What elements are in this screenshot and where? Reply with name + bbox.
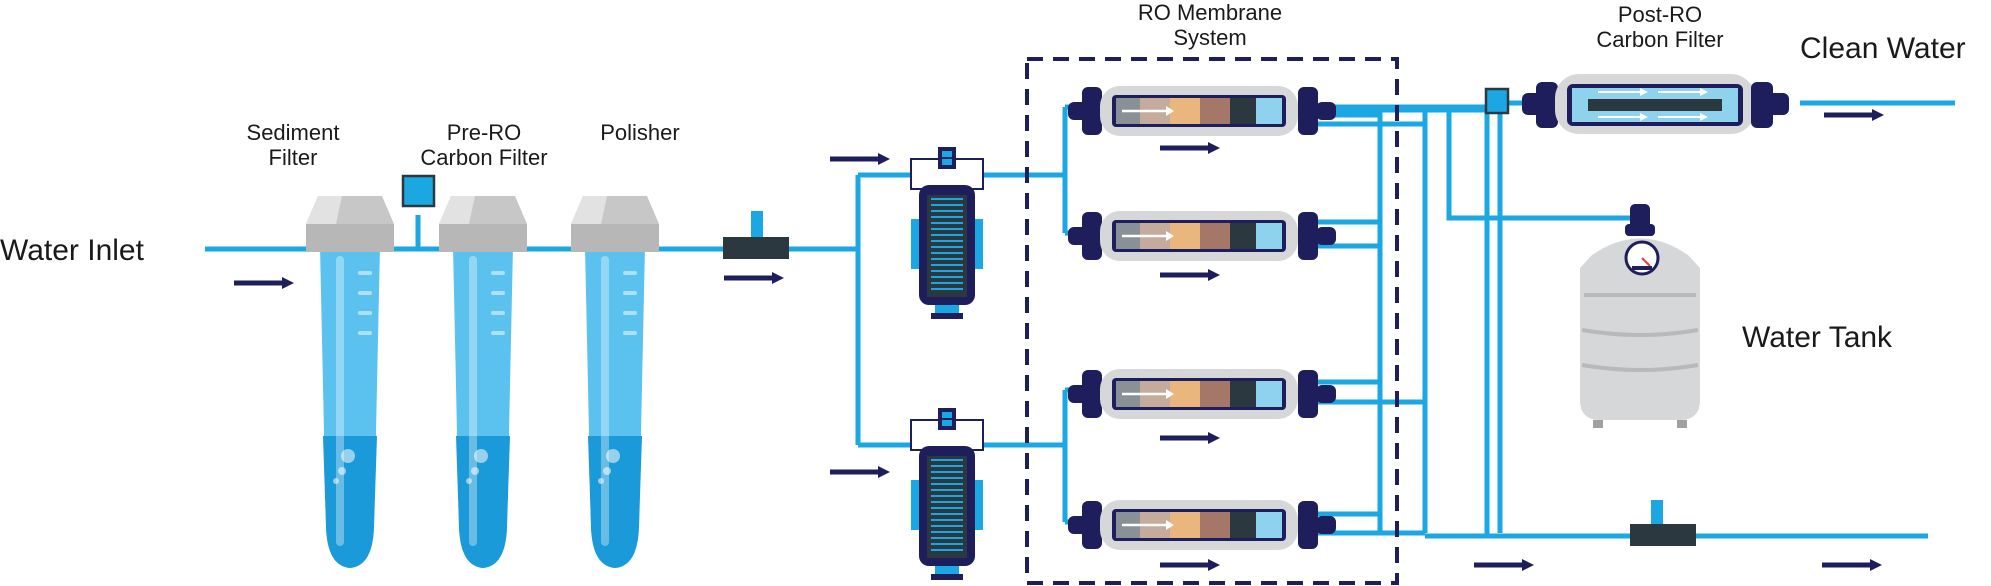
label-sediment-filter-line-1: Sediment (246, 120, 340, 145)
ro-membrane-1 (1066, 84, 1338, 138)
label-ro-membrane-line-1: RO Membrane (1137, 0, 1283, 25)
label-water-tank: Water Tank (1742, 321, 1893, 354)
arrow-right-icon (830, 153, 890, 165)
post-ro-carbon-filter (1522, 74, 1789, 134)
post-ro-sensor-box (1484, 87, 1510, 115)
ro-membrane-2 (1066, 209, 1338, 263)
concentrate-lines (1305, 112, 1428, 532)
arrow-right-icon (1160, 142, 1220, 154)
label-pre-ro-carbon-filter: Pre-RO Carbon Filter (398, 120, 570, 171)
label-post-ro-line-1: Post-RO (1617, 2, 1703, 27)
arrow-right-icon (1824, 109, 1884, 121)
label-sediment-filter-line-2: Filter (268, 145, 318, 171)
ro-membrane-boundary (1025, 57, 1399, 585)
label-post-ro-line-2: Carbon Filter (1596, 27, 1724, 53)
polisher-filter (571, 196, 659, 568)
inlet-valve (723, 211, 789, 259)
sediment-filter (306, 196, 394, 568)
arrow-right-icon (1160, 559, 1220, 571)
label-clean-water: Clean Water (1800, 32, 1966, 65)
arrow-right-icon (234, 277, 294, 289)
arrow-right-icon (1822, 559, 1882, 571)
drain-restrictor (1630, 500, 1696, 546)
arrow-right-icon (1160, 269, 1220, 281)
label-water-inlet: Water Inlet (0, 234, 144, 267)
pre-ro-carbon-filter (439, 196, 527, 568)
arrow-right-icon (724, 272, 784, 284)
ro-membrane-4 (1066, 498, 1338, 552)
label-pre-ro-line-1: Pre-RO (446, 120, 522, 145)
label-polisher: Polisher (600, 120, 680, 145)
arrow-right-icon (830, 466, 890, 478)
membrane-inlets (1065, 104, 1085, 525)
label-ro-membrane-system: RO Membrane System (1110, 0, 1310, 51)
water-tank (1580, 204, 1700, 428)
label-sediment-filter: Sediment Filter (218, 120, 368, 171)
label-pre-ro-line-2: Carbon Filter (420, 145, 548, 171)
booster-pump-2 (910, 407, 984, 581)
arrow-right-icon (1474, 559, 1534, 571)
collector-right (1305, 107, 1503, 533)
tank-feed-pipe (1446, 110, 1640, 221)
gauge-icon (1624, 240, 1660, 276)
ro-membrane-3 (1066, 367, 1338, 421)
pre-ro-sensor-box (401, 174, 436, 208)
booster-pump-1 (910, 146, 984, 320)
label-ro-membrane-line-2: System (1173, 25, 1247, 51)
arrow-right-icon (1160, 432, 1220, 444)
label-post-ro-carbon-filter: Post-RO Carbon Filter (1570, 2, 1750, 53)
